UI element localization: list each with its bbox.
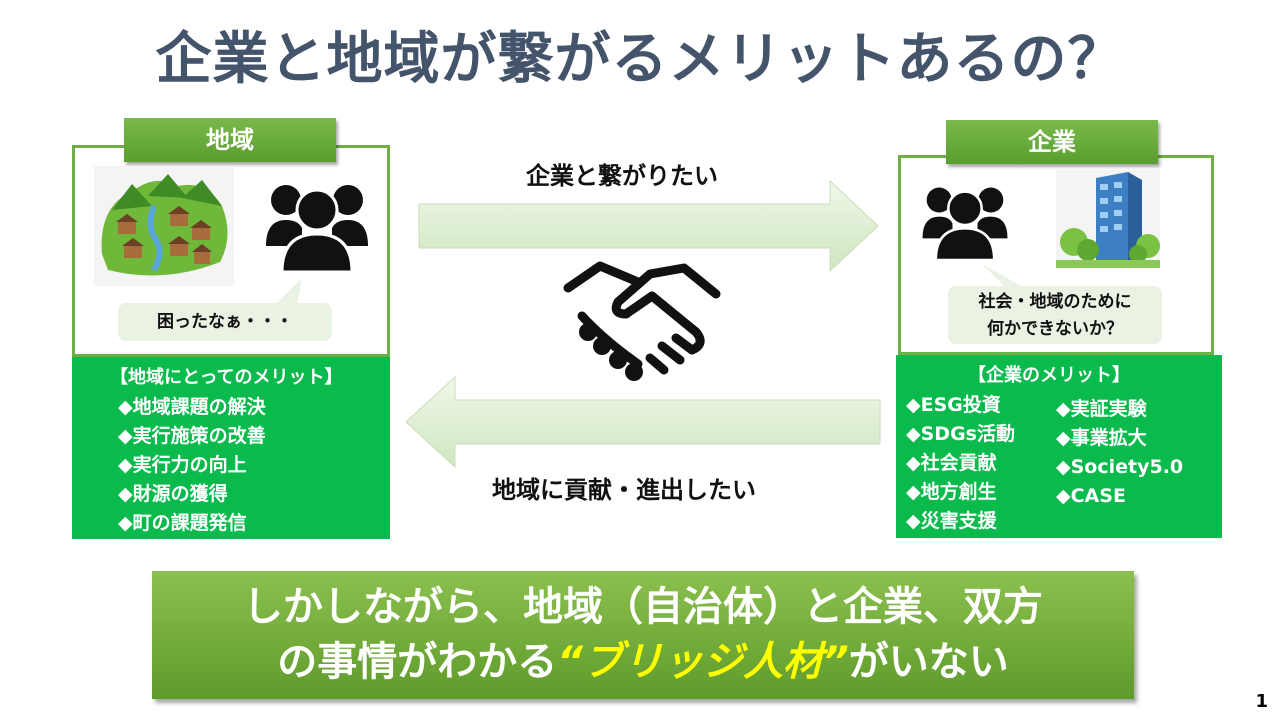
bridge-talent-highlight: “ブリッジ人材” <box>557 639 849 685</box>
conclusion-line2-pre: の事情がわかる <box>277 639 558 685</box>
company-tag: 企業 <box>946 120 1158 164</box>
list-item: ◆実証実験 <box>1056 398 1147 420</box>
company-merits-box: 【企業のメリット】 ◆ESG投資 ◆SDGs活動 ◆社会貢献 ◆地方創生 ◆災害… <box>896 355 1222 538</box>
list-item: ◆町の課題発信 <box>118 512 247 534</box>
arrow-right <box>418 180 879 272</box>
company-bubble-line2: 何かできないか？ <box>987 319 1123 339</box>
company-merits-title: 【企業のメリット】 <box>968 365 1130 386</box>
list-item: ◆事業拡大 <box>1056 427 1147 449</box>
list-item: ◆実行力の向上 <box>118 454 247 476</box>
list-item: ◆SDGs活動 <box>906 423 1015 445</box>
handshake-icon <box>563 261 721 381</box>
conclusion-banner: しかしながら、地域（自治体）と企業、双方 の事情がわかる“ブリッジ人材”がいない <box>152 571 1134 699</box>
company-bubble-line1: 社会・地域のために <box>978 292 1132 312</box>
region-merits-list: ◆地域課題の解決 ◆実行施策の改善 ◆実行力の向上 ◆財源の獲得 ◆町の課題発信 <box>118 393 390 538</box>
company-bubble-tail <box>982 264 1032 292</box>
village-illustration <box>94 166 234 286</box>
company-speech-bubble: 社会・地域のために 何かできないか？ <box>948 286 1162 344</box>
page-title: 企業と地域が繋がるメリットあるの？ <box>155 27 1125 92</box>
region-tag: 地域 <box>124 118 336 162</box>
list-item: ◆災害支援 <box>906 510 997 532</box>
building-illustration <box>1056 170 1160 268</box>
company-merits-list-right: ◆実証実験 ◆事業拡大 ◆Society5.0 ◆CASE <box>1056 395 1183 511</box>
company-merits-list-left: ◆ESG投資 ◆SDGs活動 ◆社会貢献 ◆地方創生 ◆災害支援 <box>906 391 1015 536</box>
page-number: 1 <box>1255 691 1268 712</box>
arrow-left <box>405 376 881 468</box>
arrow-left-label: 地域に貢献・進出したい <box>492 476 756 504</box>
list-item: ◆実行施策の改善 <box>118 425 266 447</box>
region-merits-title: 【地域にとってのメリット】 <box>110 367 343 388</box>
list-item: ◆地域課題の解決 <box>118 396 266 418</box>
conclusion-line2: の事情がわかる“ブリッジ人材”がいない <box>152 635 1134 690</box>
region-merits-box: 【地域にとってのメリット】 ◆地域課題の解決 ◆実行施策の改善 ◆実行力の向上 … <box>72 357 390 539</box>
list-item: ◆CASE <box>1056 485 1126 507</box>
region-bubble-tail <box>270 278 302 310</box>
conclusion-line2-post: がいない <box>848 639 1009 685</box>
list-item: ◆地方創生 <box>906 481 997 503</box>
region-speech-bubble: 困ったなぁ・・・ <box>118 303 332 341</box>
list-item: ◆社会貢献 <box>906 452 997 474</box>
arrow-right-label: 企業と繋がりたい <box>526 162 718 190</box>
conclusion-line1: しかしながら、地域（自治体）と企業、双方 <box>243 584 1043 630</box>
region-bubble-text: 困ったなぁ・・・ <box>157 312 293 332</box>
list-item: ◆財源の獲得 <box>118 483 228 505</box>
people-group-icon <box>266 185 368 272</box>
people-group-icon <box>922 187 1008 260</box>
list-item: ◆ESG投資 <box>906 394 1001 416</box>
list-item: ◆Society5.0 <box>1056 456 1184 478</box>
